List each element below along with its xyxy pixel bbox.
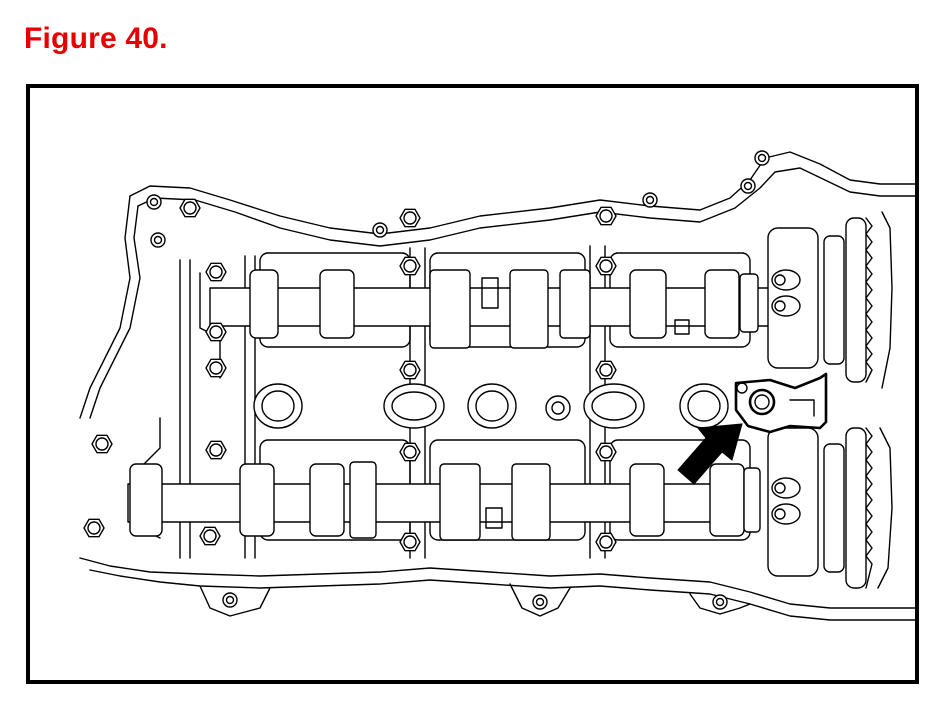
housing-outline	[79, 151, 915, 621]
figure-title: Figure 40.	[24, 22, 168, 55]
illustration-frame	[26, 84, 919, 684]
arrow-icon	[677, 423, 743, 485]
front-cap-assemblies	[767, 227, 819, 577]
camshaft-housing-illustration	[79, 150, 915, 621]
spark-plug-bores	[253, 383, 729, 429]
upper-camshaft	[209, 269, 771, 349]
highlighted-bracket	[734, 372, 828, 434]
camshaft-sprockets	[823, 211, 893, 589]
lower-camshaft	[127, 461, 761, 541]
